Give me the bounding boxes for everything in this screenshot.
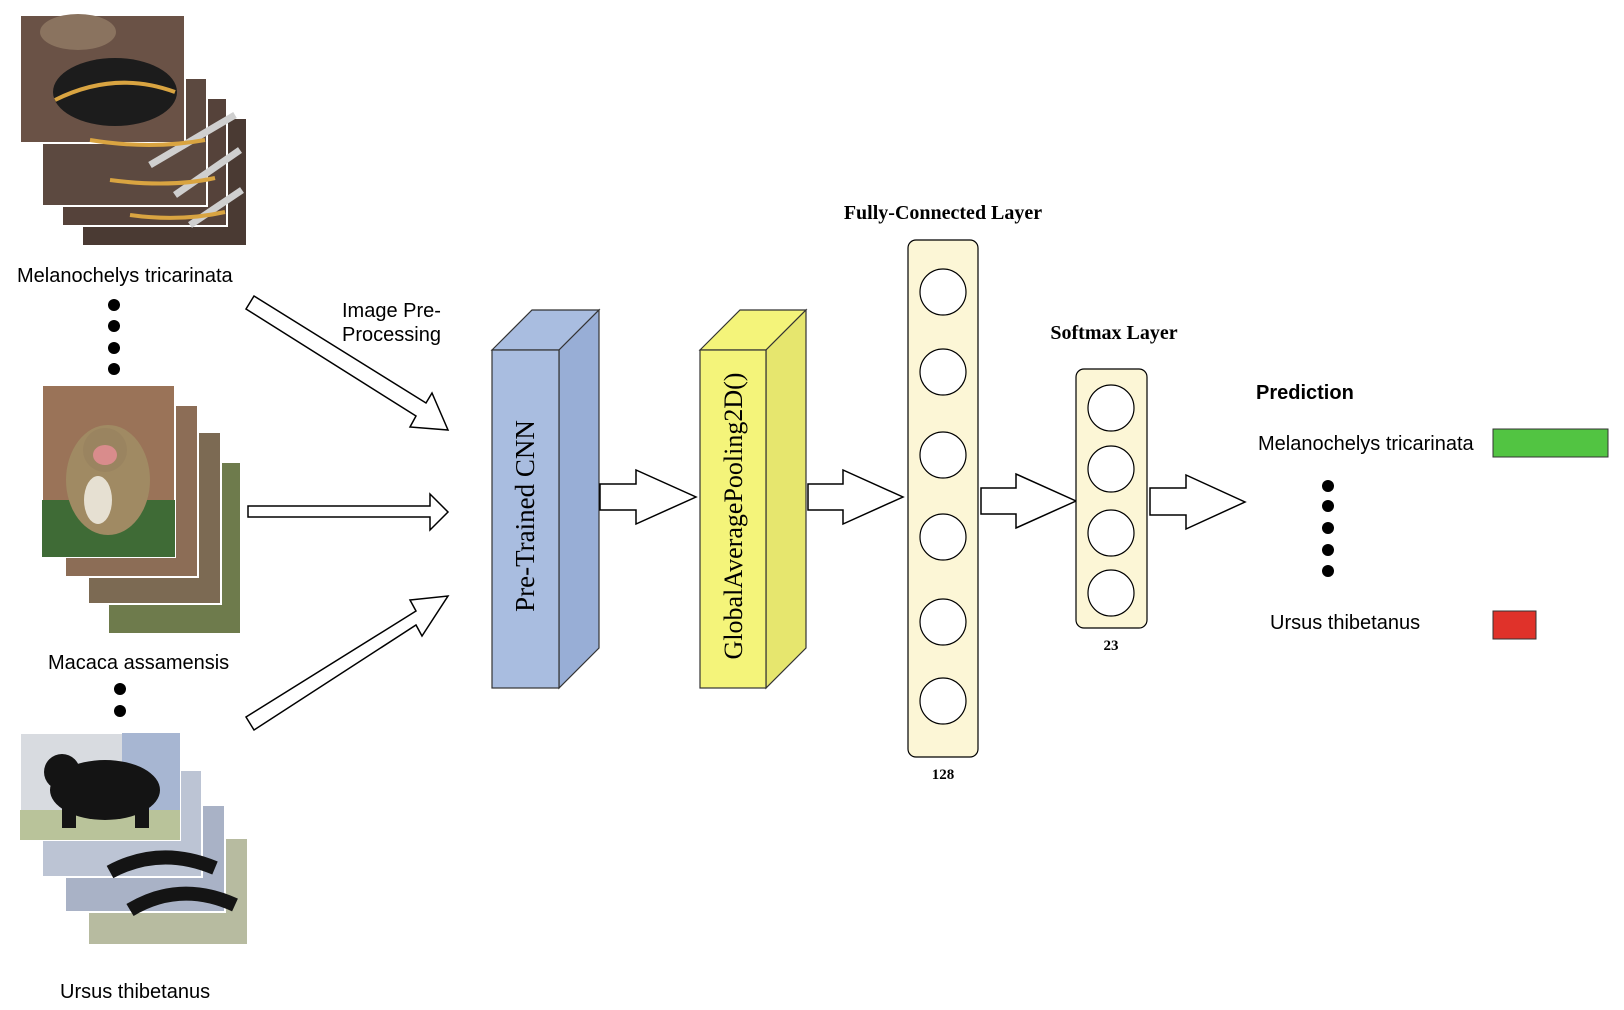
cnn-label: Pre-Trained CNN <box>510 420 540 612</box>
softmax-neuron <box>1087 569 1135 617</box>
input-arrow-middle <box>247 492 450 532</box>
preprocessing-label-line2: Processing <box>342 324 441 346</box>
cnn-block-front <box>491 349 560 689</box>
input-label-turtle: Melanochelys tricarinata <box>17 265 234 287</box>
softmax-neuron <box>1087 445 1135 493</box>
softmax-neuron <box>1087 509 1135 557</box>
input-label-bear: Ursus thibetanus <box>60 981 210 1003</box>
turtle-photo-icon <box>19 14 248 247</box>
fc-neuron <box>919 513 967 561</box>
preprocessing-label-line1: Image Pre- <box>342 300 441 322</box>
prediction-top-bar <box>1492 428 1609 458</box>
fc-neuron <box>919 348 967 396</box>
fc-neurons <box>919 268 967 725</box>
softmax-neurons <box>1087 384 1135 617</box>
fc-title: Fully-Connected Layer <box>844 202 1042 224</box>
input-arrow-top <box>244 294 450 431</box>
fc-neuron <box>919 598 967 646</box>
arrow-fc-to-softmax <box>980 472 1078 530</box>
softmax-title: Softmax Layer <box>1050 322 1177 344</box>
softmax-neuron <box>1087 384 1135 432</box>
monkey-image-stack: Macaca assamensis <box>41 384 242 674</box>
arrow-softmax-to-prediction <box>1149 473 1247 531</box>
ellipsis-dots-1 <box>108 299 120 375</box>
cnn-block: Pre-Trained CNN <box>490 308 601 690</box>
fc-neuron <box>919 677 967 725</box>
prediction-bottom-label: Ursus thibetanus <box>1270 612 1420 634</box>
fc-neuron <box>919 431 967 479</box>
monkey-photo-icon <box>41 384 242 635</box>
arrow-cnn-to-pooling <box>599 468 698 526</box>
prediction-bottom-bar <box>1492 610 1537 640</box>
fc-neuron <box>919 268 967 316</box>
turtle-image-stack: Melanochelys tricarinata <box>17 14 248 287</box>
input-label-monkey: Macaca assamensis <box>48 652 229 674</box>
softmax-size: 23 <box>1104 638 1119 654</box>
input-arrow-bottom <box>244 595 450 732</box>
prediction-top-label: Melanochelys tricarinata <box>1258 433 1475 455</box>
fc-size: 128 <box>932 767 955 783</box>
pooling-block: GlobalAveragePooling2D() <box>698 308 808 690</box>
ellipsis-dots-prediction <box>1322 480 1334 577</box>
bear-image-stack: Ursus thibetanus <box>19 732 249 1003</box>
arrow-pooling-to-fc <box>807 468 905 526</box>
pooling-block-side <box>765 308 807 690</box>
pooling-block-front <box>699 349 767 689</box>
bear-photo-icon <box>19 732 249 946</box>
cnn-block-side <box>558 308 600 690</box>
prediction-title: Prediction <box>1256 382 1354 404</box>
pooling-label: GlobalAveragePooling2D() <box>719 373 748 660</box>
softmax-layer-box <box>1075 368 1148 629</box>
ellipsis-dots-2 <box>114 683 126 717</box>
